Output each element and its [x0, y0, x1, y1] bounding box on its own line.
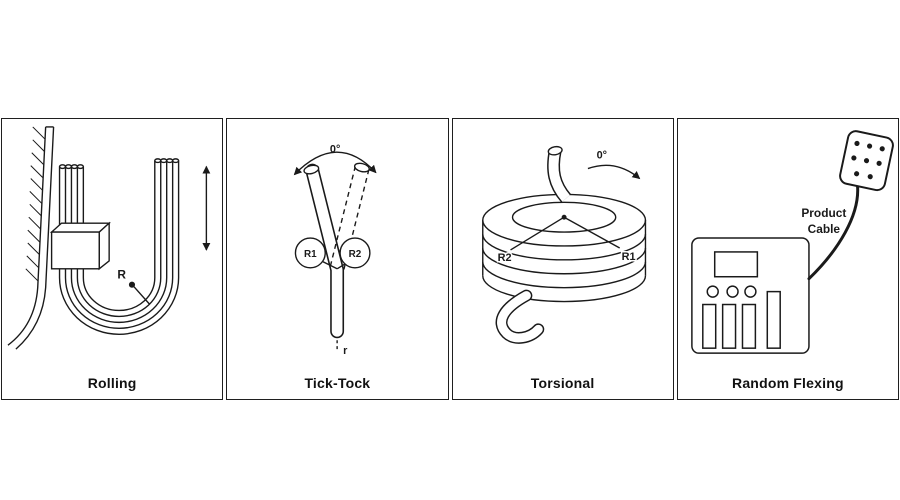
clamp-block: [49, 221, 111, 271]
radius-two-label: R2: [349, 249, 362, 260]
radius-two-label: R2: [497, 252, 511, 264]
flex-test-figure: R Rolling: [1, 118, 899, 400]
panel-caption-tick-tock: Tick-Tock: [304, 375, 371, 391]
product-cable-label-line2: Cable: [807, 222, 840, 236]
pivot-tube: [303, 163, 345, 339]
machine-display: [713, 251, 758, 278]
cable-u-bend: [58, 158, 180, 335]
connector-pins: [851, 140, 885, 180]
cable-connector: [838, 130, 894, 192]
mounting-wall: [7, 126, 55, 350]
machine-slots: [701, 290, 781, 349]
panel-caption-torsional: Torsional: [530, 375, 595, 391]
product-cable-label-line1: Product: [801, 206, 846, 220]
panel-random-flexing: Product Cable Random Flexing: [676, 118, 899, 400]
radius-circles: [295, 237, 371, 270]
swing-angle-arc: [294, 151, 377, 176]
radius-one-label: R1: [304, 249, 317, 260]
phantom-arm: [329, 162, 371, 270]
tube-radius-label: r: [343, 345, 348, 357]
swing-angle-label: 0°: [330, 144, 340, 156]
random-flexing-illustration: Product Cable: [690, 130, 894, 354]
rotation-angle-label: 0°: [596, 150, 606, 162]
rotation-arrow: [587, 164, 640, 180]
torsional-illustration: 0° R2 R1: [481, 145, 646, 344]
product-cable-line: [807, 184, 859, 281]
panel-caption-rolling: Rolling: [87, 375, 137, 391]
panel-torsional: 0° R2 R1 Torsional: [451, 118, 674, 400]
coil-radius-lines: [509, 214, 620, 251]
cable-coil: [481, 193, 646, 303]
radius-one-label: R1: [621, 251, 635, 263]
panel-caption-random-flexing: Random Flexing: [732, 375, 844, 391]
machine-buttons: [706, 285, 757, 298]
coil-top-tail: [546, 145, 571, 203]
tick-tock-illustration: 0° R1 R2 r: [294, 144, 377, 357]
wall-hatching: [25, 126, 46, 282]
flex-machine: [690, 237, 810, 354]
panel-tick-tock: 0° R1 R2 r Tick-Tock: [226, 118, 449, 400]
bend-radius-label: R: [117, 268, 126, 282]
coil-bottom-tail: [495, 289, 544, 344]
panel-rolling: R Rolling: [1, 118, 224, 400]
rolling-illustration: R: [7, 126, 211, 350]
bend-radius-leader: [128, 281, 151, 305]
